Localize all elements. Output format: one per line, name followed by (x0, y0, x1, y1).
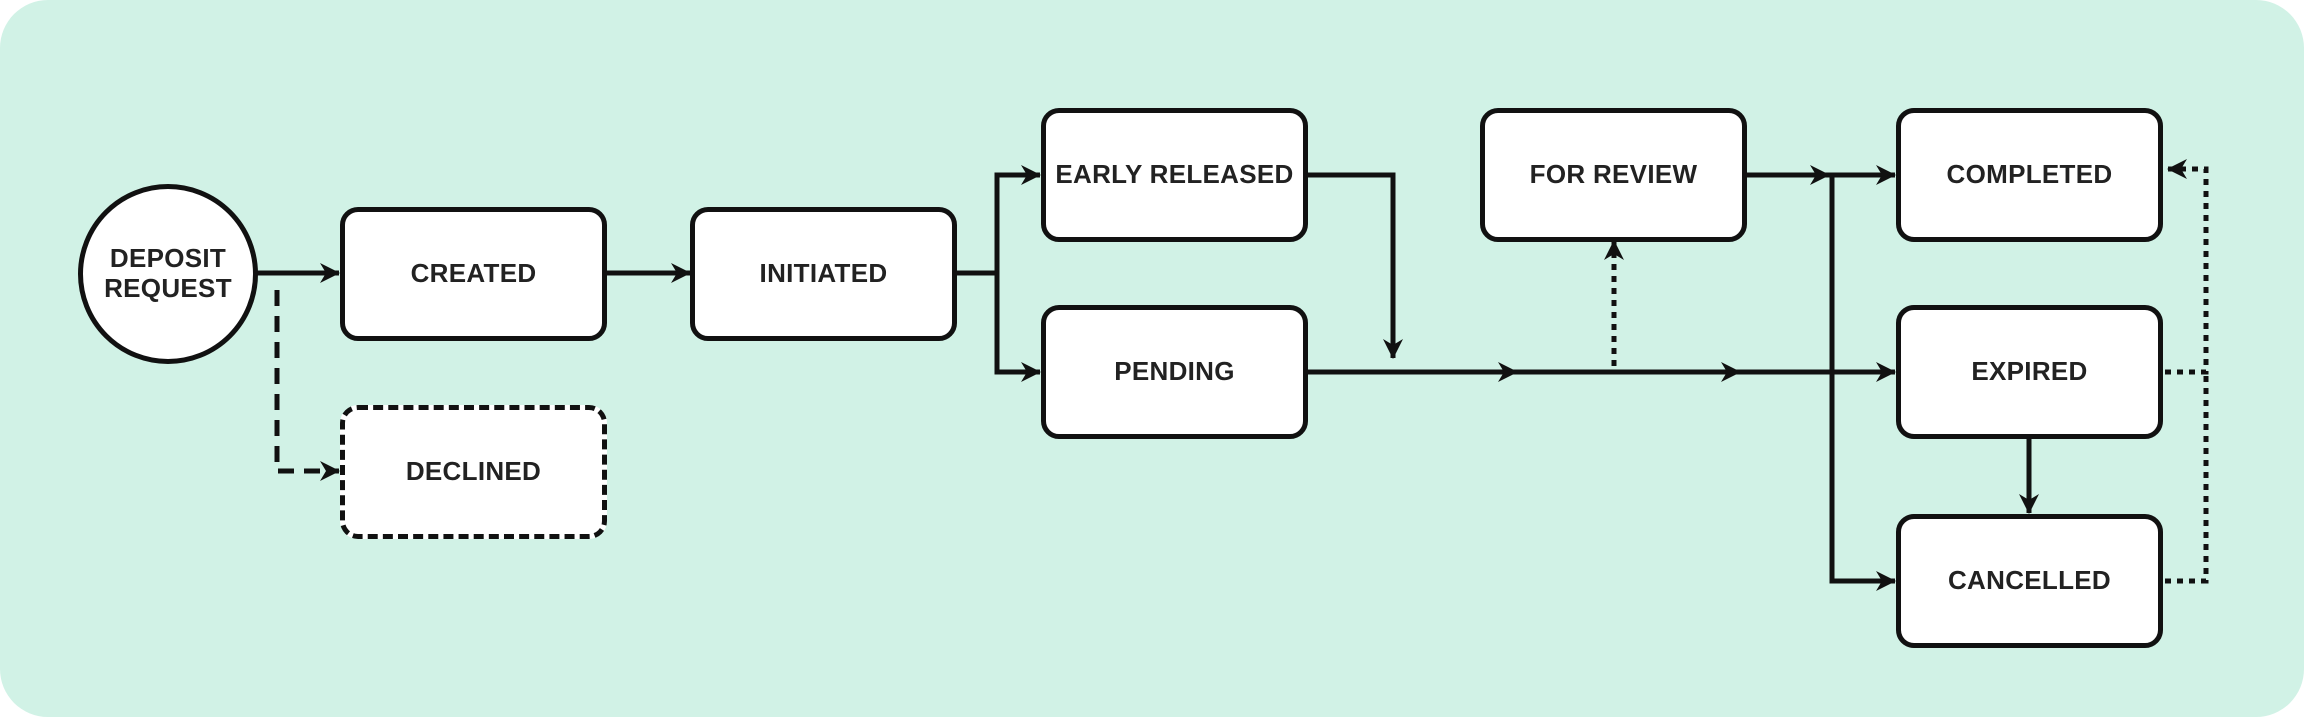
edge-deposit-to-declined (274, 290, 340, 481)
node-initiated-label: INITIATED (759, 258, 888, 289)
node-cancelled-label: CANCELLED (1947, 565, 2112, 596)
node-early-released[interactable]: EARLY RELEASED (1041, 108, 1308, 242)
node-expired[interactable]: EXPIRED (1896, 305, 2163, 439)
edge-initiated-to-pending (994, 273, 1041, 382)
node-created-label: CREATED (410, 258, 537, 289)
edge-cancelled-to-completed (2165, 372, 2209, 584)
node-early-released-label: EARLY RELEASED (1055, 159, 1294, 190)
node-pending-label: PENDING (1114, 356, 1235, 387)
node-created[interactable]: CREATED (340, 207, 607, 341)
node-cancelled[interactable]: CANCELLED (1896, 514, 2163, 648)
edge-junction-to-cancelled (1829, 175, 1896, 591)
node-expired-label: EXPIRED (1971, 356, 2088, 387)
node-pending[interactable]: PENDING (1041, 305, 1308, 439)
node-deposit-request[interactable]: DEPOSIT REQUEST (78, 184, 258, 364)
node-deposit-request-line2: REQUEST (104, 273, 232, 303)
edge-early-released-to-pending (1307, 172, 1403, 359)
edge-expired-to-completed (2165, 159, 2209, 375)
node-declined[interactable]: DECLINED (340, 405, 607, 539)
node-for-review[interactable]: FOR REVIEW (1480, 108, 1747, 242)
node-for-review-label: FOR REVIEW (1529, 159, 1698, 190)
node-completed-label: COMPLETED (1946, 159, 2113, 190)
node-initiated[interactable]: INITIATED (690, 207, 957, 341)
node-completed[interactable]: COMPLETED (1896, 108, 2163, 242)
node-declined-label: DECLINED (405, 456, 542, 487)
edge-initiated-to-early-released (956, 165, 1041, 276)
node-deposit-request-line1: DEPOSIT (109, 243, 227, 274)
